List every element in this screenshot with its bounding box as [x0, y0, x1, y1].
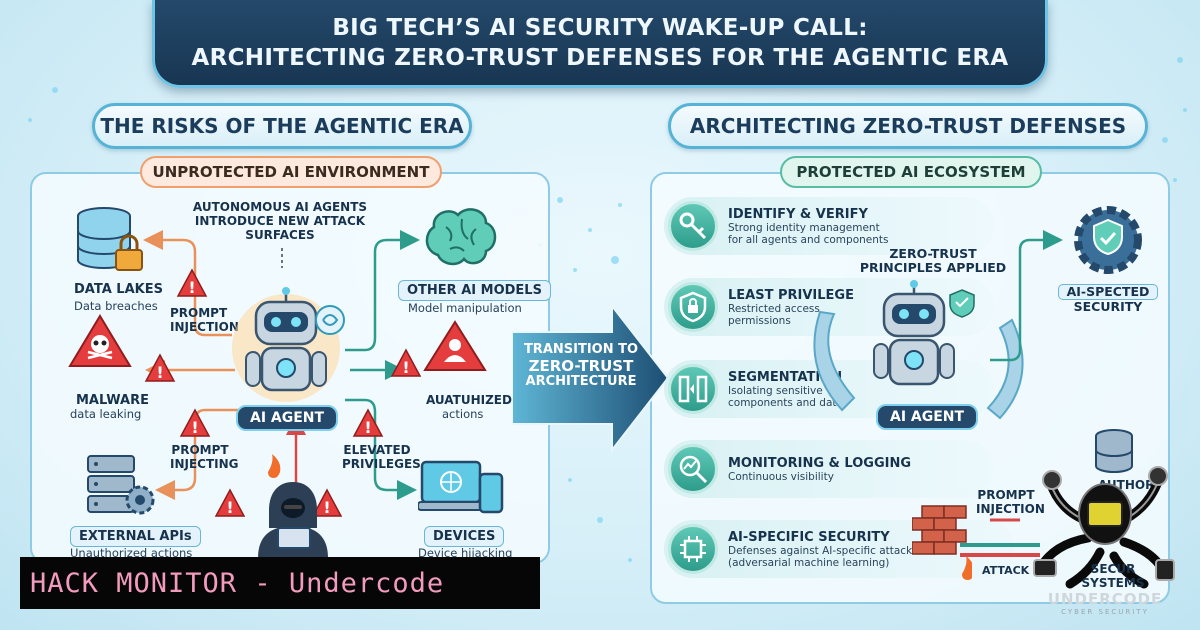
undercode-logo-text: UNDERCODE CYBER SECURITY — [1047, 590, 1163, 616]
main-title-banner: BIG TECH’S AI SECURITY WAKE-UP CALL: ARC… — [152, 0, 1048, 88]
svg-text:!: ! — [402, 358, 409, 377]
hacker-icon — [258, 482, 328, 558]
lock-shield-icon — [668, 282, 718, 332]
firewall-icon — [912, 505, 972, 580]
ai-secured-badge: AI-SPECTED SECURITY — [1058, 284, 1158, 314]
hack-monitor-banner: HACK MONITOR - Undercode — [20, 557, 540, 609]
segment-icon — [668, 364, 718, 414]
prompt-injecting-label: PROMPT INJECTING — [170, 443, 239, 471]
malware-title: MALWARE — [76, 393, 149, 408]
left-agent-label: AI AGENT — [236, 405, 339, 431]
ai-agent-robot-icon — [232, 287, 345, 402]
magnifier-chart-icon — [668, 444, 718, 494]
other-models-title: OTHER AI MODELS — [398, 280, 551, 301]
svg-text:!: ! — [226, 498, 233, 517]
hack-monitor-text: HACK MONITOR - Undercode — [30, 567, 445, 599]
right-section-title: ARCHITECTING ZERO-TRUST DEFENSES — [668, 103, 1148, 149]
database-lock-icon — [77, 207, 143, 271]
transition-arrow-icon — [512, 304, 670, 453]
gear-shield-icon — [1074, 206, 1142, 274]
unprotected-env-label: UNPROTECTED AI ENVIRONMENT — [140, 156, 442, 188]
data-lakes-title: DATA LAKES — [74, 282, 163, 297]
secure-systems-label: SECUR SYSTEMS — [1081, 562, 1145, 590]
warning-icons: !!! !!!! — [68, 268, 487, 517]
devices-desc: Device hijacking — [418, 546, 513, 560]
unauthorized-desc: actions — [442, 407, 484, 421]
transition-text: TRANSITION TO ZERO-TRUST ARCHITECTURE — [523, 342, 639, 389]
title-line-1: BIG TECH’S AI SECURITY WAKE-UP CALL: — [332, 14, 868, 41]
protected-env-label: PROTECTED AI ECOSYSTEM — [780, 156, 1042, 188]
svg-text:!: ! — [188, 278, 195, 297]
devices-title: DEVICES — [424, 526, 505, 547]
left-section-title: THE RISKS OF THE AGENTIC ERA — [92, 103, 472, 149]
prompt-injection-label: PROMPT INJECTION — [170, 306, 239, 334]
data-lakes-desc: Data breaches — [74, 299, 158, 313]
right-agent-label: AI AGENT — [876, 404, 979, 430]
brain-icon — [425, 208, 497, 266]
principle-monitoring: MONITORING & LOGGING Continuous visibili… — [664, 440, 994, 498]
svg-text:!: ! — [323, 498, 330, 517]
malware-desc: data leaking — [70, 407, 142, 421]
title-line-2: ARCHITECTING ZERO-TRUST DEFENSES FOR THE… — [191, 44, 1009, 71]
external-apis-title: EXTERNAL APIs — [70, 526, 201, 547]
svg-text:!: ! — [156, 363, 163, 382]
principle-identify: IDENTIFY & VERIFY Strong identity manage… — [664, 197, 994, 255]
svg-text:!: ! — [191, 418, 198, 437]
server-gear-icon — [87, 455, 155, 515]
attack-label: ATTACK — [982, 564, 1030, 577]
other-models-desc: Model manipulation — [408, 301, 522, 315]
principle-title: IDENTIFY & VERIFY — [728, 206, 868, 222]
protected-agent-robot-icon — [813, 280, 1024, 420]
zero-trust-principles-label: ZERO-TRUST PRINCIPLES APPLIED — [859, 246, 1007, 275]
unauthorized-title: AUATUHIZED — [426, 393, 512, 407]
chip-icon — [668, 524, 718, 574]
right-prompt-injection-label: PROMPT INJECTION — [976, 488, 1045, 516]
intro-text: AUTONOMOUS AI AGENTS INTRODUCE NEW ATTAC… — [192, 200, 368, 242]
octopus-logo-icon — [1033, 466, 1175, 589]
external-apis-desc: Unauthorized actions — [70, 546, 193, 560]
secure-database-icon — [1095, 429, 1133, 473]
devices-icon — [418, 460, 504, 514]
elevated-privileges-label: ELEVATED PRIVILEGES — [342, 443, 421, 471]
principle-ai-security: AI-SPECIFIC SECURITY Defenses against AI… — [664, 520, 1014, 578]
svg-text:!: ! — [364, 418, 371, 437]
fingerprint-key-icon — [668, 201, 718, 251]
